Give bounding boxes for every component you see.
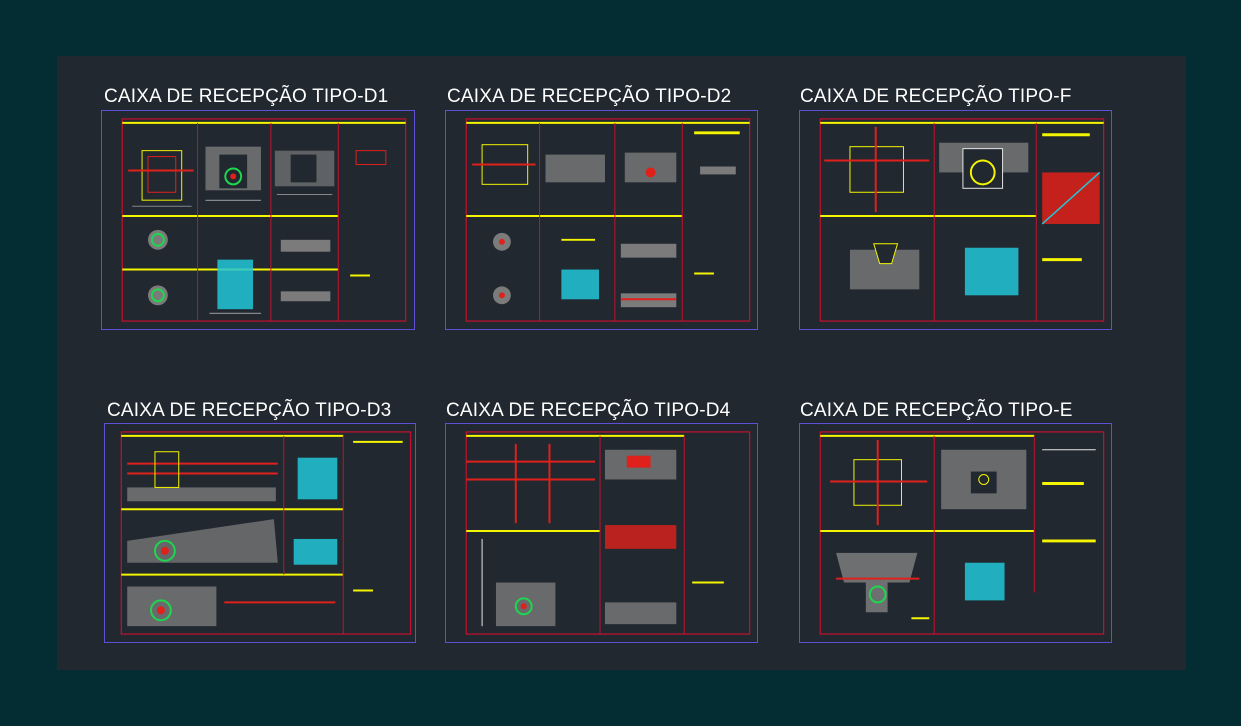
sheet-title-e: CAIXA DE RECEPÇÃO TIPO-E [800,400,1073,421]
sheet-d1[interactable] [101,110,415,330]
sheet-title-d2: CAIXA DE RECEPÇÃO TIPO-D2 [447,86,732,107]
sheet-d2[interactable] [445,110,758,330]
sheet-title-d3: CAIXA DE RECEPÇÃO TIPO-D3 [107,400,392,421]
sheet-d4-drawing [465,431,751,635]
sheet-d3[interactable] [104,423,416,643]
sheet-d4[interactable] [445,423,758,643]
sheet-d3-drawing [120,431,412,635]
sheet-d2-drawing [465,118,751,322]
sheet-title-f: CAIXA DE RECEPÇÃO TIPO-F [800,86,1072,107]
sheet-f[interactable] [799,110,1112,330]
sheet-title-d4: CAIXA DE RECEPÇÃO TIPO-D4 [446,400,731,421]
sheet-e-drawing [819,431,1105,635]
sheet-f-drawing [819,118,1105,322]
sheet-title-d1: CAIXA DE RECEPÇÃO TIPO-D1 [104,86,389,107]
sheet-e[interactable] [799,423,1112,643]
sheet-d1-drawing [121,118,407,322]
